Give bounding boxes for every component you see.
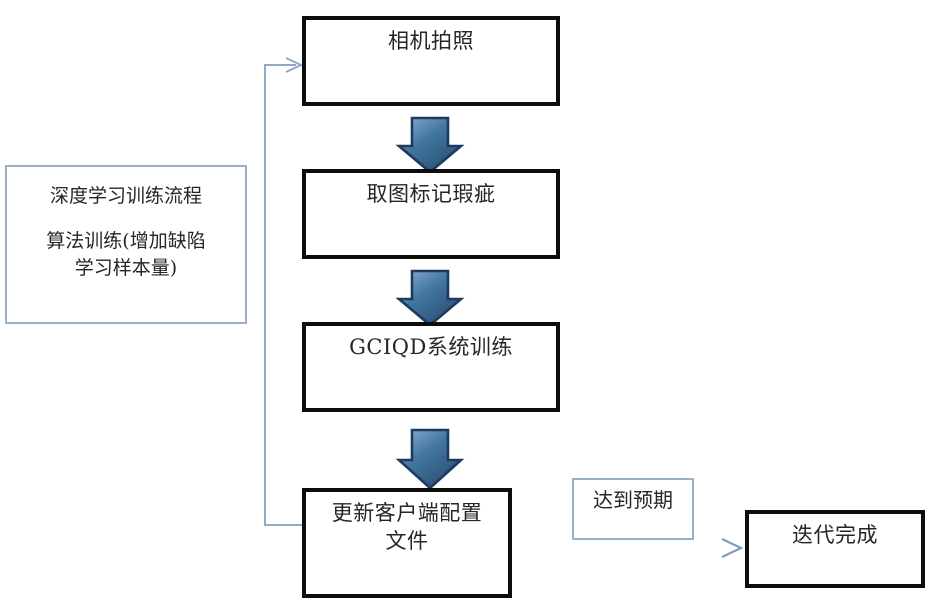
- edge-label-meets-expectation-text: 达到预期: [593, 488, 673, 512]
- training-panel-body: 算法训练(增加缺陷 学习样本量): [46, 229, 206, 279]
- node-camera-capture-label: 相机拍照: [388, 29, 474, 53]
- node-update-client-config-label: 更新客户端配置 文件: [331, 501, 483, 553]
- node-iteration-complete-label: 迭代完成: [792, 523, 878, 547]
- down-arrow-mark-to-train: [395, 269, 465, 327]
- down-arrow-camera-to-mark: [395, 116, 465, 174]
- edge-label-meets-expectation: 达到预期: [572, 478, 694, 540]
- node-mark-defects-label: 取图标记瑕疵: [366, 182, 496, 206]
- node-gciqd-training-label: GCIQD系统训练: [349, 335, 513, 359]
- node-gciqd-training[interactable]: GCIQD系统训练: [302, 322, 560, 412]
- feedback-loop-connector: [264, 57, 304, 526]
- node-update-client-config[interactable]: 更新客户端配置 文件: [302, 488, 512, 598]
- node-camera-capture[interactable]: 相机拍照: [302, 16, 560, 106]
- node-iteration-complete[interactable]: 迭代完成: [745, 510, 925, 588]
- down-arrow-train-to-update: [395, 428, 465, 490]
- training-process-panel: 深度学习训练流程 算法训练(增加缺陷 学习样本量): [5, 165, 247, 324]
- node-mark-defects[interactable]: 取图标记瑕疵: [302, 169, 560, 259]
- update-to-done-connector: [512, 538, 744, 558]
- training-panel-heading: 深度学习训练流程: [49, 185, 202, 207]
